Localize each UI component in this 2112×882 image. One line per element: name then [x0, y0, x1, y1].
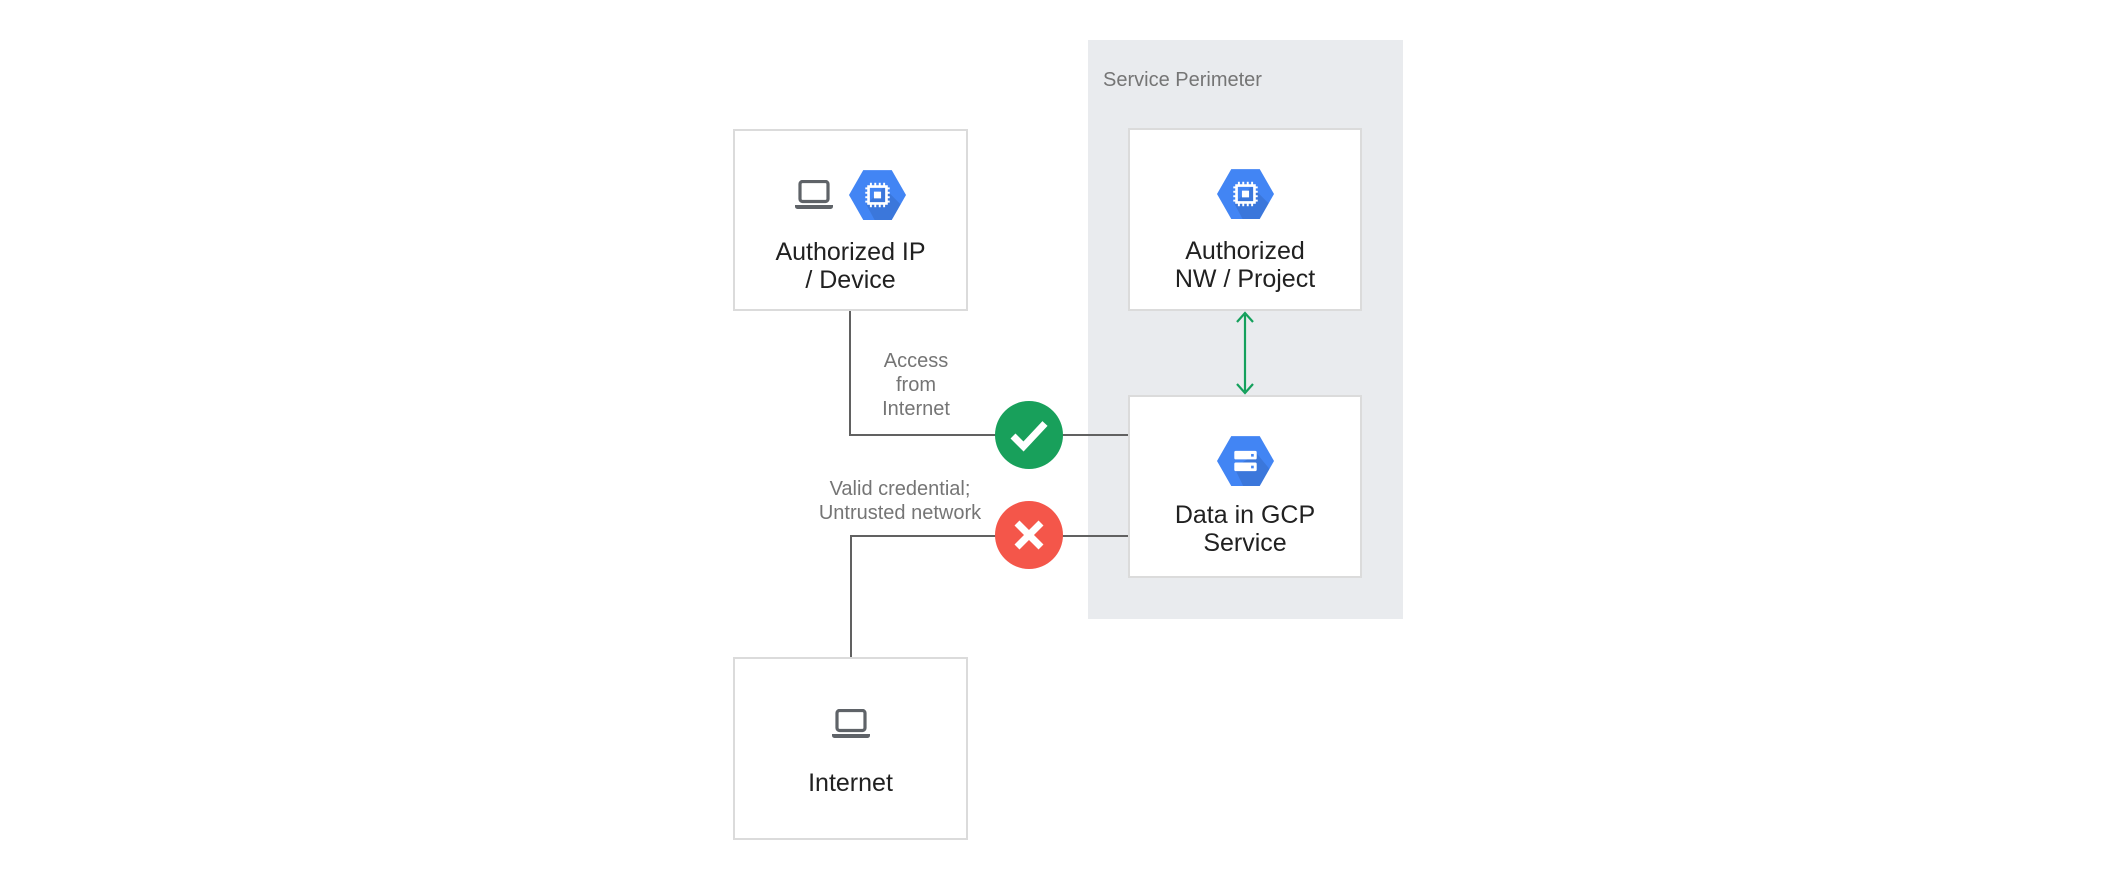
service-perimeter-label: Service Perimeter: [1103, 69, 1262, 91]
edge-label-line: Valid credential;: [829, 478, 971, 500]
edge-label-line: Untrusted network: [818, 502, 982, 524]
cloud-storage-hexagon-icon: [1217, 436, 1274, 486]
laptop-icon: [795, 180, 833, 210]
node-internet: Internet: [733, 657, 968, 840]
edge-denied-vertical-line: [850, 535, 852, 657]
edge-label-access-from-internet: Access from Internet: [846, 349, 986, 421]
node-label-line: NW / Project: [1174, 265, 1316, 293]
cross-icon: [1014, 520, 1044, 550]
node-label-line: Authorized: [1185, 237, 1305, 265]
edge-label-line: Access: [883, 350, 949, 372]
edge-allowed-horizontal-line: [849, 434, 1128, 436]
compute-engine-hexagon-icon: [1217, 169, 1274, 219]
edge-label-line: Internet: [882, 398, 950, 420]
node-label-line: Data in GCP: [1174, 501, 1316, 529]
node-icon-row: [735, 707, 966, 741]
compute-engine-hexagon-icon: [849, 170, 906, 220]
node-label-line: / Device: [805, 266, 896, 294]
status-allowed-badge: [995, 401, 1063, 469]
node-label: Authorized NW / Project: [1130, 237, 1360, 293]
node-label: Internet: [735, 769, 966, 797]
node-data-in-gcp-service: Data in GCP Service: [1128, 395, 1362, 578]
node-icon-row: [735, 169, 966, 221]
node-label: Data in GCP Service: [1130, 501, 1360, 557]
node-authorized-ip-device: Authorized IP / Device: [733, 129, 968, 311]
edge-label-valid-credential: Valid credential; Untrusted network: [780, 477, 1020, 525]
node-icon-row: [1130, 168, 1360, 220]
node-label-line: Authorized IP: [775, 238, 926, 266]
edge-allowed-vertical-line: [849, 311, 851, 436]
node-authorized-nw-project: Authorized NW / Project: [1128, 128, 1362, 311]
edge-label-line: from: [896, 374, 936, 396]
node-label-line: Service: [1203, 529, 1287, 557]
node-icon-row: [1130, 435, 1360, 487]
bidirectional-arrow-icon: [1236, 311, 1254, 395]
laptop-icon: [831, 709, 870, 739]
status-denied-badge: [995, 501, 1063, 569]
node-label: Authorized IP / Device: [735, 238, 966, 294]
node-label-line: Internet: [808, 769, 893, 797]
edge-denied-horizontal-line: [850, 535, 1128, 537]
check-icon: [1010, 421, 1048, 452]
